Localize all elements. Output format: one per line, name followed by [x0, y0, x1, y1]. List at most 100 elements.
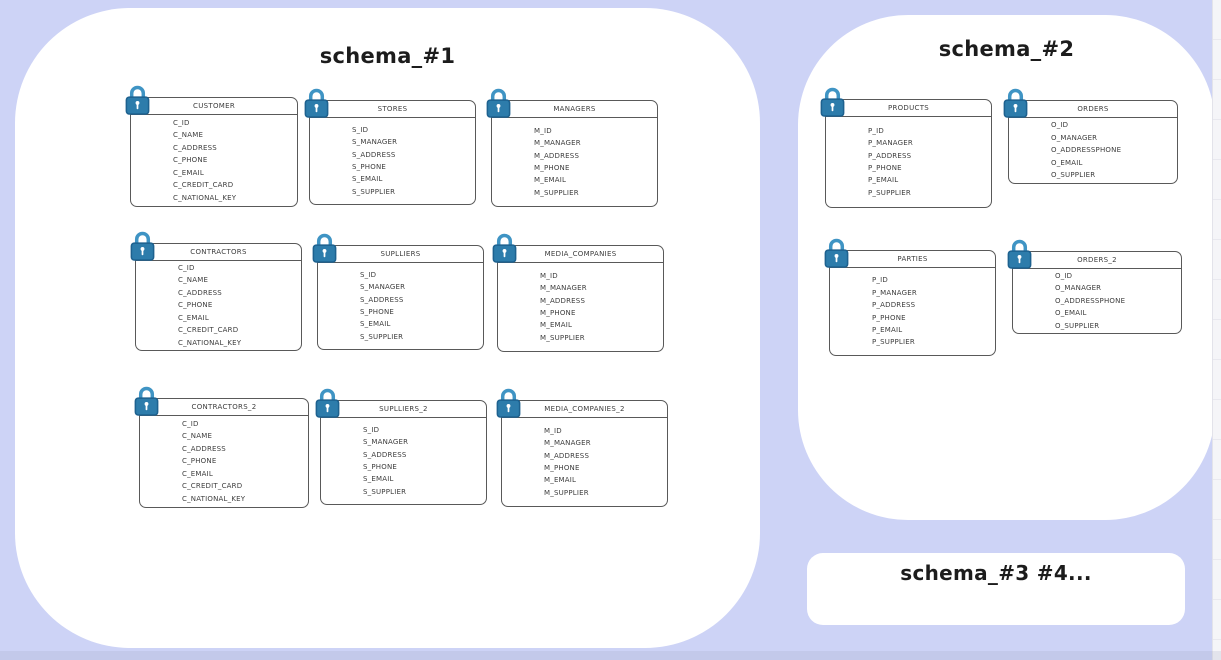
- table-field: P_EMAIL: [872, 325, 903, 334]
- table-name: ORDERS_2: [1013, 252, 1181, 269]
- lock-icon[interactable]: [490, 232, 519, 265]
- db-table-media_companies[interactable]: MEDIA_COMPANIES M_ID M_MANAGER M_ADDRESS M_P…: [492, 233, 664, 352]
- table-field: P_ADDRESS: [868, 151, 912, 160]
- table-field: C_PHONE: [178, 301, 213, 310]
- table-field: M_ADDRESS: [534, 151, 580, 160]
- lock-icon[interactable]: [494, 387, 523, 420]
- table-name: CONTRACTORS_2: [140, 399, 308, 416]
- table-field: S_PHONE: [360, 308, 394, 316]
- table-field: C_ID: [178, 264, 195, 273]
- lock-icon[interactable]: [818, 86, 847, 119]
- table-field: M_ID: [540, 271, 558, 280]
- table-name: MEDIA_COMPANIES: [498, 246, 663, 263]
- lock-icon[interactable]: [128, 230, 157, 263]
- table-name: CUSTOMER: [131, 98, 297, 115]
- table-field: M_ADDRESS: [540, 296, 586, 305]
- lock-icon[interactable]: [822, 237, 851, 270]
- table-field: M_PHONE: [540, 309, 576, 317]
- table-field: M_EMAIL: [534, 176, 567, 185]
- table-field: C_CREDIT_CARD: [178, 326, 239, 335]
- table-name: SUPLLIERS_2: [321, 401, 486, 418]
- table-field: C_ID: [182, 420, 199, 429]
- table-field: P_MANAGER: [868, 139, 913, 148]
- table-field: S_ADDRESS: [352, 150, 396, 159]
- table-field: O_SUPPLIER: [1051, 171, 1096, 180]
- table-field: M_PHONE: [534, 164, 570, 172]
- table-name: ORDERS: [1009, 101, 1177, 118]
- table-field: P_MANAGER: [872, 288, 917, 297]
- table-field: S_ID: [363, 425, 380, 434]
- table-name: STORES: [310, 101, 475, 118]
- lock-icon[interactable]: [123, 84, 152, 117]
- db-table-managers[interactable]: MANAGERS M_ID M_MANAGER M_ADDRESS M_PHONE M_E…: [486, 88, 658, 207]
- table-field: M_ADDRESS: [544, 451, 590, 460]
- table-field: O_EMAIL: [1051, 158, 1083, 167]
- table-field: M_SUPPLIER: [544, 488, 589, 497]
- lock-icon[interactable]: [132, 385, 161, 418]
- lock-icon[interactable]: [1005, 238, 1034, 271]
- lock-icon[interactable]: [302, 87, 331, 120]
- table-field: S_EMAIL: [363, 475, 394, 484]
- lock-icon[interactable]: [1001, 87, 1030, 120]
- table-field: C_EMAIL: [182, 469, 214, 478]
- table-field: P_SUPPLIER: [872, 338, 915, 347]
- window-bottom-edge: [0, 651, 1221, 660]
- table-field: S_ADDRESS: [363, 450, 407, 459]
- table-field: S_PHONE: [352, 163, 386, 171]
- table-field: C_ADDRESS: [182, 444, 226, 453]
- table-name: SUPLLIERS: [318, 246, 483, 263]
- table-field: O_EMAIL: [1055, 309, 1087, 318]
- table-field: M_MANAGER: [544, 439, 591, 448]
- table-field: C_CREDIT_CARD: [182, 482, 243, 491]
- table-field: S_MANAGER: [360, 283, 406, 292]
- table-field: C_NATIONAL_KEY: [182, 494, 246, 503]
- table-field: C_ID: [173, 119, 190, 128]
- table-field: O_MANAGER: [1051, 133, 1098, 142]
- table-field: O_ADDRESSPHONE: [1055, 296, 1126, 305]
- table-name: MEDIA_COMPANIES_2: [502, 401, 667, 418]
- table-name: PRODUCTS: [826, 100, 991, 117]
- table-field: C_NAME: [178, 276, 209, 285]
- table-field: M_MANAGER: [540, 284, 587, 293]
- table-name: CONTRACTORS: [136, 244, 301, 261]
- lock-icon[interactable]: [310, 232, 339, 265]
- lock-icon[interactable]: [484, 87, 513, 120]
- schema-group-placeholder[interactable]: schema_#3 #4...: [807, 553, 1185, 625]
- table-field: P_ID: [868, 126, 884, 135]
- scrollbar-track[interactable]: [1212, 0, 1221, 660]
- table-field: C_PHONE: [182, 457, 217, 466]
- table-field: C_NAME: [173, 131, 204, 140]
- table-field: S_EMAIL: [360, 320, 391, 329]
- table-field: M_ID: [534, 126, 552, 135]
- table-name: MANAGERS: [492, 101, 657, 118]
- table-field: P_PHONE: [868, 164, 902, 172]
- lock-icon[interactable]: [313, 387, 342, 420]
- table-field: M_MANAGER: [534, 139, 581, 148]
- table-field: O_MANAGER: [1055, 284, 1102, 293]
- table-name: PARTIES: [830, 251, 995, 268]
- table-field: C_PHONE: [173, 156, 208, 165]
- table-field: O_ADDRESSPHONE: [1051, 146, 1122, 155]
- table-field: C_NAME: [182, 432, 213, 441]
